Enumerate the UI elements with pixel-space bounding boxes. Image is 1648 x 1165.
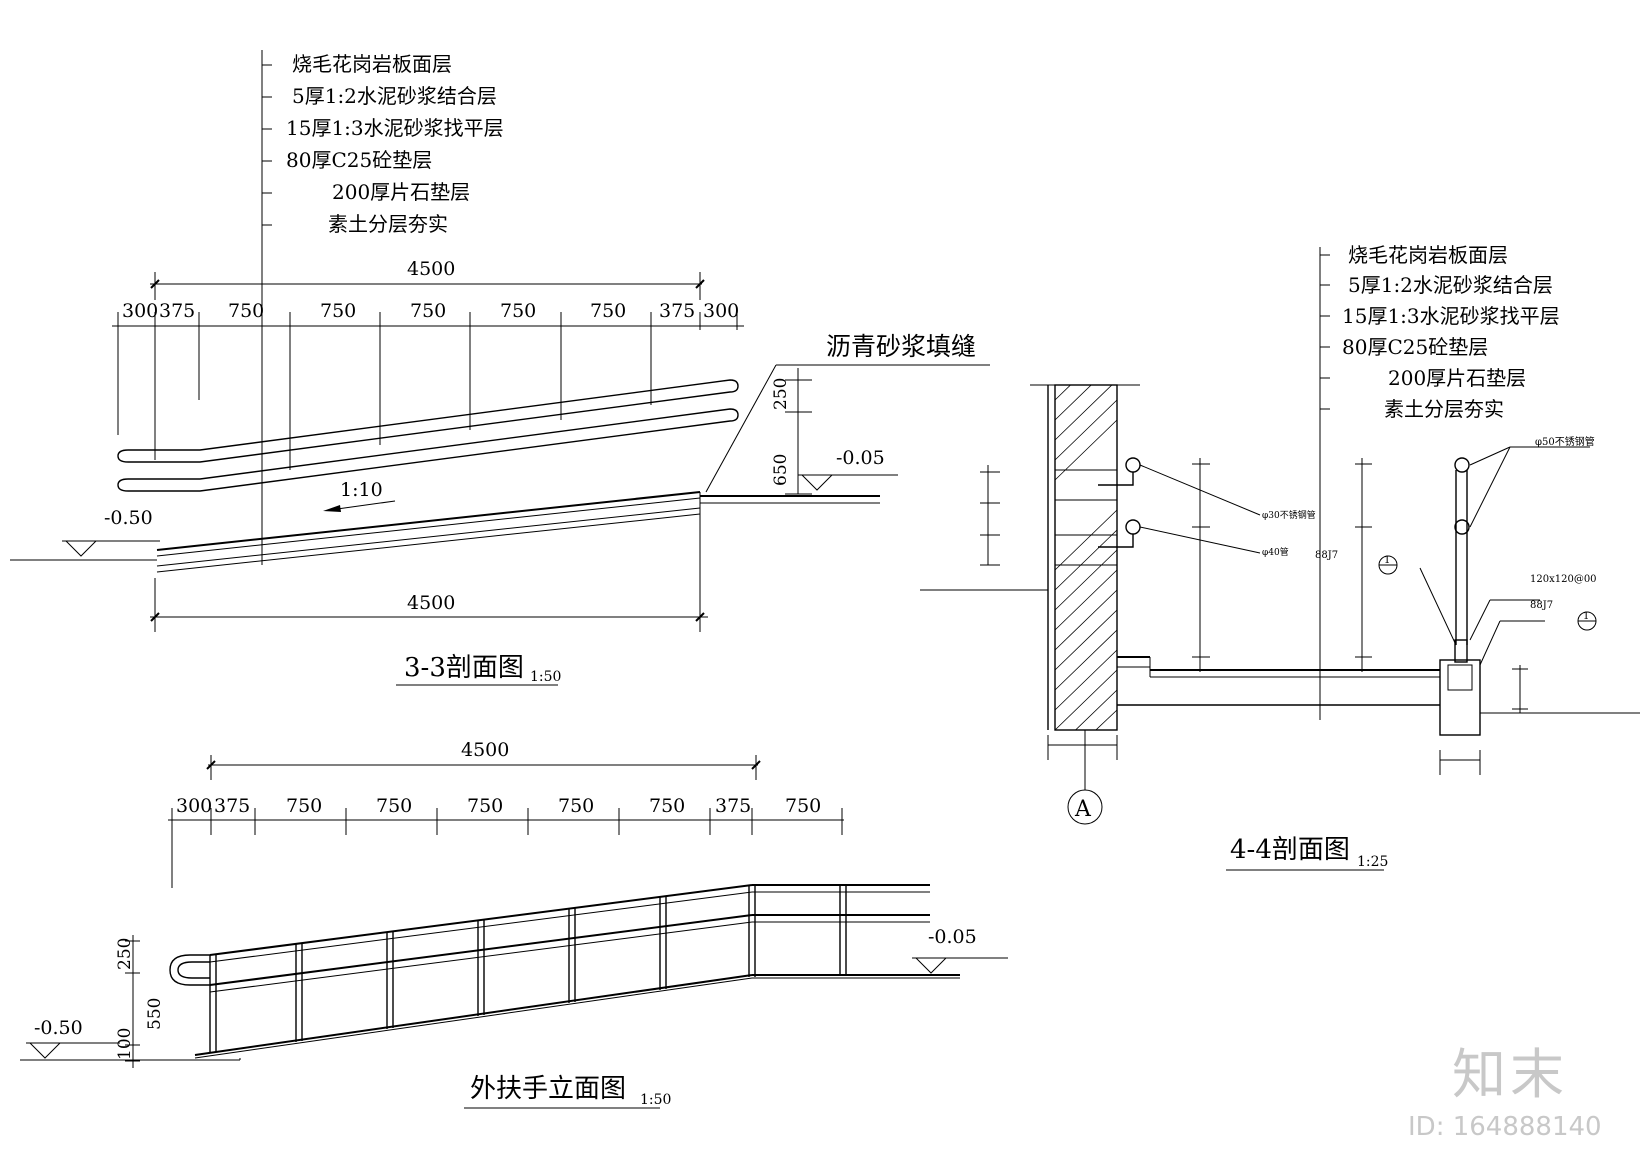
dim-total-elev: 4500 [461,739,509,761]
elev-high-33: -0.05 [836,447,885,469]
dim-33-2: 375 [159,300,195,322]
dim-elev-4: 750 [376,795,412,817]
dim-total-bottom-33: 4500 [407,592,455,614]
layer-33-2: 5厚1:2水泥砂浆结合层 [292,84,497,108]
watermark-id: ID: 164888140 [1408,1112,1602,1142]
layer-33-4: 80厚C25砼垫层 [286,148,432,172]
layer-ticks-44 [1320,254,1330,410]
layer-44-5: 200厚片石垫层 [1388,366,1526,390]
dim-250-33: 250 [771,378,791,410]
dim-100-elev: 100 [115,1028,135,1060]
detail-bubble-2: 1 [1583,611,1589,622]
slope-label-33: 1:10 [340,479,383,501]
layer-44-6: 素土分层夯实 [1384,397,1504,421]
dim-elev-5: 750 [467,795,503,817]
dim-33-3: 750 [228,300,264,322]
dim-33-8: 375 [659,300,695,322]
wall-hatch-44 [1055,385,1117,730]
small-label-44-3: 88J7 [1315,550,1338,561]
elev-low-33: -0.50 [104,507,153,529]
watermark-logo: 知末 [1452,1043,1568,1106]
section-33: 烧毛花岗岩板面层 5厚1:2水泥砂浆结合层 15厚1:3水泥砂浆找平层 80厚C… [10,50,990,686]
joint-label-33: 沥青砂浆填缝 [826,332,976,361]
detail-bubble-1: 1 [1384,555,1390,566]
dim-33-4: 750 [320,300,356,322]
dim-33-7: 750 [590,300,626,322]
stanchion-44 [1454,457,1470,645]
elev-high-elev: -0.05 [928,926,977,948]
pipe-label-44: φ50不锈钢管 [1535,435,1595,448]
dim-elev-1: 300 [176,795,212,817]
dim-ticks-elev [171,808,843,888]
dim-550-elev: 550 [145,998,165,1030]
posts-elev [209,885,847,1053]
dim-total-top-33: 4500 [407,258,455,280]
small-label-44-2: φ40管 [1262,546,1289,558]
layer-33-6: 素土分层夯实 [328,212,448,236]
dim-elev-2: 375 [214,795,250,817]
dim-650-33: 650 [771,454,791,486]
ramp-slab-33 [10,491,880,573]
scale-44: 1:25 [1357,854,1388,870]
dim-elev-6: 750 [558,795,594,817]
layer-44-1: 烧毛花岗岩板面层 [1348,243,1508,267]
layer-ticks-33 [262,64,272,226]
handrails-33 [117,379,739,492]
elev-low-elev: -0.50 [34,1017,83,1039]
wall-44 [1030,384,1140,731]
layer-33-3: 15厚1:3水泥砂浆找平层 [286,116,504,140]
dim-33-6: 750 [500,300,536,322]
title-33: 3-3剖面图 [404,653,524,683]
dim-33-1: 300 [122,300,158,322]
scale-elev: 1:50 [640,1092,671,1108]
title-elev: 外扶手立面图 [470,1074,626,1104]
dim-ticks-33 [117,312,738,470]
dim-elev-8: 375 [715,795,751,817]
dim-elev-3: 750 [286,795,322,817]
layer-44-4: 80厚C25砼垫层 [1342,335,1488,359]
small-label-44-5: 88J7 [1530,600,1553,611]
section-44: 烧毛花岗岩板面层 5厚1:2水泥砂浆结合层 15厚1:3水泥砂浆找平层 80厚C… [920,243,1640,871]
title-44: 4-4剖面图 [1230,835,1350,865]
layer-44-2: 5厚1:2水泥砂浆结合层 [1348,273,1553,297]
dim-250-elev: 250 [115,938,135,970]
curb-44 [1439,639,1640,736]
dim-elev-7: 750 [649,795,685,817]
layer-44-3: 15厚1:3水泥砂浆找平层 [1342,304,1560,328]
dim-33-9: 300 [703,300,739,322]
dim-elev-9: 750 [785,795,821,817]
small-label-44-4: 120x120@00 [1530,574,1597,585]
rail-brackets-44 [1098,457,1141,548]
axis-label-44: A [1074,797,1092,822]
railing-elev [169,884,960,1059]
layer-33-1: 烧毛花岗岩板面层 [292,52,452,76]
scale-33: 1:50 [530,669,561,685]
layer-33-5: 200厚片石垫层 [332,180,470,204]
floor-44 [1116,656,1440,730]
elevation-handrail: 4500 300 375 750 750 750 750 750 375 750 [20,739,1008,1109]
dim-33-5: 750 [410,300,446,322]
small-label-44-1: φ30不锈钢管 [1262,509,1316,521]
